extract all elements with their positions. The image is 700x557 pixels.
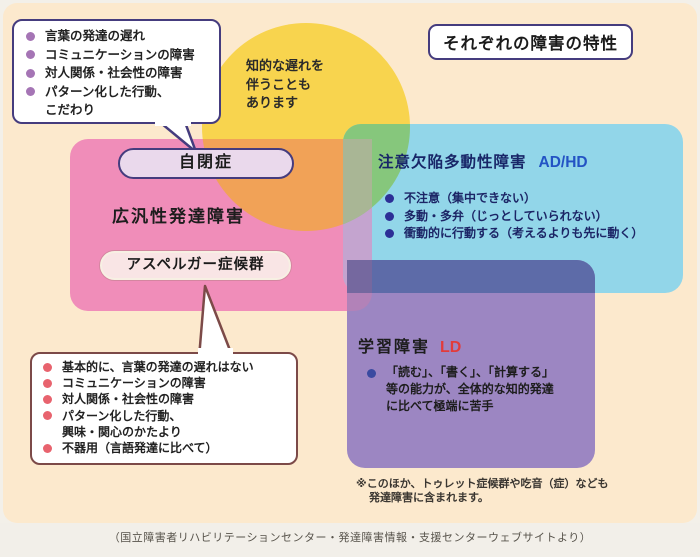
bullet-icon (385, 211, 394, 221)
source-caption: （国立障害者リハビリテーションセンター・発達障害情報・支援センターウェブサイトよ… (108, 532, 592, 544)
autism-feature: 対人関係・社会性の障害 (45, 66, 183, 80)
overlap-pdd-adhd-ld (347, 260, 372, 293)
bullet-icon (26, 87, 35, 97)
autism-label: 自閉症 (118, 148, 294, 179)
asperger-feature: 不器用（言語発達に比べて） (62, 441, 218, 456)
bullet-icon (43, 378, 52, 388)
adhd-title: 注意欠陥多動性障害 AD/HD (378, 150, 588, 172)
intellectual-delay-note: 知的な遅れを 伴うことも あります (246, 57, 324, 113)
bullet-icon (43, 362, 52, 372)
asperger-label: アスペルガー症候群 (100, 251, 291, 280)
adhd-feature-list: 不注意（集中できない） 多動・多弁（じっとしていられない） 衝動的に行動する（考… (380, 190, 643, 243)
ld-feature: 「読む」、「書く」、「計算する」 等の能力が、全体的な知的発達 に比べて極端に苦… (362, 364, 554, 415)
autism-feature: コミュニケーションの障害 (45, 47, 195, 62)
pdd-label: 広汎性発達障害 (112, 207, 245, 226)
asperger-feature: コミュニケーションの障害 (62, 376, 206, 391)
bullet-icon (385, 194, 394, 204)
adhd-region (343, 124, 683, 293)
ld-title: 学習障害 LD (358, 333, 461, 357)
note-line: あります (246, 95, 299, 110)
adhd-feature: 多動・多弁（じっとしていられない） (404, 208, 608, 223)
caption-strip (0, 523, 700, 557)
ld-feature-line: に比べて極端に苦手 (386, 399, 494, 413)
asperger-feature: 興味・関心のかたより (62, 424, 182, 439)
asperger-feature: 対人関係・社会性の障害 (62, 392, 195, 407)
bullet-icon (26, 31, 35, 41)
ld-feature-line: 「読む」、「書く」、「計算する」 (386, 365, 555, 379)
adhd-title-text: 注意欠陥多動性障害 (378, 154, 527, 171)
bullet-icon (26, 50, 35, 60)
diagram-title: それぞれの障害の特性 (428, 24, 633, 60)
asperger-feature: パターン化した行動、 (62, 408, 182, 423)
ld-abbr: LD (440, 339, 462, 356)
adhd-feature: 不注意（集中できない） (404, 191, 537, 205)
bullet-icon (43, 395, 52, 404)
bubble-tail-join (198, 348, 233, 357)
adhd-feature: 衝動的に行動する（考えるよりも先に動く） (404, 226, 644, 240)
bullet-icon (43, 443, 52, 453)
autism-feature: パターン化した行動、 (45, 84, 170, 99)
asperger-bubble-tail (197, 284, 235, 359)
ld-region (347, 260, 595, 468)
autism-feature: 言葉の発達の遅れ (45, 29, 146, 43)
bubble-tail-join (155, 117, 191, 126)
ld-title-text: 学習障害 (358, 339, 431, 356)
bullet-icon (26, 68, 35, 78)
autism-feature-bubble: 言葉の発達の遅れ コミュニケーションの障害 対人関係・社会性の障害 パターン化し… (12, 19, 221, 124)
footnote-line: 発達障害に含まれます。 (369, 491, 489, 504)
asperger-feature: 基本的に、言葉の発達の遅れはない (62, 360, 254, 374)
bullet-icon (385, 229, 394, 239)
asperger-feature-bubble: 基本的に、言葉の発達の遅れはない コミュニケーションの障害 対人関係・社会性の障… (30, 352, 298, 465)
footnote-line: ※このほか、トゥレット症候群や吃音（症）なども (356, 478, 609, 490)
footnote: ※このほか、トゥレット症候群や吃音（症）なども 発達障害に含まれます。 (356, 478, 608, 505)
adhd-abbr: AD/HD (538, 154, 588, 171)
note-line: 知的な遅れを (246, 58, 325, 73)
autism-feature: こだわり (45, 103, 96, 117)
bullet-icon (367, 369, 376, 378)
bullet-icon (43, 411, 52, 421)
ld-feature-line: 等の能力が、全体的な知的発達 (386, 382, 554, 396)
note-line: 伴うことも (246, 76, 312, 92)
